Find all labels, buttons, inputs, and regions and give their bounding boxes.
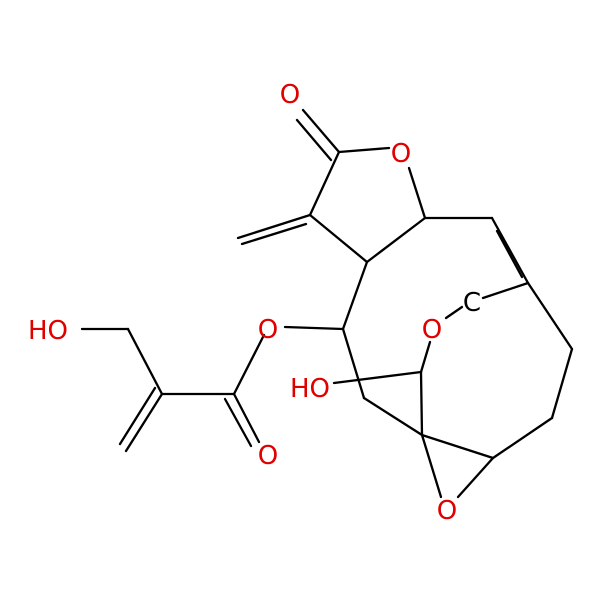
bond: [232, 392, 261, 444]
bond: [240, 222, 308, 246]
bond: [550, 347, 574, 420]
bond: [481, 281, 530, 300]
bond: [337, 146, 391, 154]
atom-label-c: C: [463, 288, 481, 318]
bond: [341, 260, 369, 331]
atom-label-o: O: [258, 315, 278, 345]
bond: [308, 150, 341, 217]
bond: [223, 397, 253, 448]
bond: [283, 325, 345, 331]
bond: [236, 213, 312, 240]
bond: [456, 456, 495, 499]
bond: [407, 166, 427, 220]
bond: [419, 370, 424, 437]
bond: [420, 433, 495, 460]
atom-label-o: O: [391, 139, 411, 169]
bond: [341, 327, 366, 400]
bond: [295, 118, 333, 162]
bond: [124, 392, 164, 453]
bond: [495, 229, 524, 279]
bond: [301, 108, 341, 154]
bond: [332, 370, 423, 385]
atom-label-o: O: [422, 315, 442, 345]
atom-label-o: O: [280, 80, 300, 110]
atom-label-o: O: [437, 496, 457, 526]
bond: [420, 433, 443, 499]
bond: [362, 396, 424, 437]
atom-label-o: O: [258, 441, 278, 471]
bond: [118, 386, 157, 446]
bond: [490, 216, 530, 285]
bond: [365, 216, 427, 264]
atom-label-ho: HO: [28, 316, 68, 346]
bond: [126, 327, 164, 396]
bond: [491, 416, 554, 460]
bond: [308, 213, 369, 264]
bond: [444, 305, 464, 320]
atom-label-ho: HO: [290, 374, 330, 404]
bond: [232, 333, 266, 396]
bond: [419, 340, 432, 374]
bond: [526, 281, 574, 351]
